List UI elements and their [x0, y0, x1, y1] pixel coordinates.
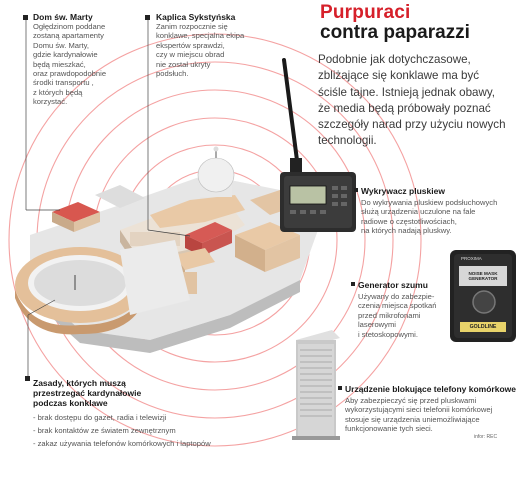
- dom-marty-title: Dom św. Marty: [33, 12, 93, 22]
- text-line: podczas konklawe: [33, 398, 108, 408]
- text-line: i stetoskopowymi.: [358, 329, 418, 339]
- text-line: laserowymi: [358, 320, 396, 330]
- dom-marty-callout: Dom św. Marty Ogłędzinom poddane zostaną…: [33, 12, 106, 107]
- lead-paragraph: Podobnie jak dotychczasowe, zbliżające s…: [318, 52, 506, 150]
- wykrywacz-callout: Wykrywacz pluskiew Do wykrywania pluskie…: [361, 186, 497, 236]
- text-line: stosuje się urządzenia uniemożliwiające: [345, 414, 480, 424]
- text-line: gdzie kardynałowie: [33, 50, 98, 60]
- list-item: - zakaz używania telefonów komórkowych i…: [33, 439, 211, 448]
- text-line: Ogłędzinom poddane: [33, 22, 106, 31]
- text-line: oraz prawdopodobnie: [33, 69, 107, 79]
- zasady-callout: Zasady, których muszą przestrzegać kardy…: [33, 378, 211, 450]
- lead-line: szczegóły narad przy użyciu nowych: [318, 118, 506, 132]
- blokujace-body: Aby zabezpieczyć się przed pluskwami wyk…: [345, 396, 516, 434]
- text-line: Zasady, których muszą: [33, 378, 126, 388]
- text-line: funkcjonowanie tych sieci.: [345, 424, 433, 434]
- wykrywacz-title: Wykrywacz pluskiew: [361, 186, 445, 196]
- device-top-label: PROXIMA: [461, 256, 482, 261]
- credit: infor: REC: [474, 434, 498, 440]
- bullet-square: [354, 188, 358, 192]
- zasady-title: Zasady, których muszą przestrzegać kardy…: [33, 378, 211, 408]
- dome: [197, 146, 235, 197]
- dom-marty-body: Ogłędzinom poddane zostaną apartamenty D…: [33, 22, 106, 107]
- kaplica-title: Kaplica Sykstyńska: [156, 12, 236, 22]
- text-line: Do wykrywania pluskiew podsłuchowych: [361, 198, 498, 207]
- text-line: na których nadają pluskwy.: [361, 226, 452, 236]
- text-line: środki transportu ,: [33, 78, 94, 88]
- zasady-list: - brak dostępu do gazet, radia i telewiz…: [33, 411, 211, 450]
- text-line: Używany do zabezpie-: [358, 292, 435, 301]
- text-line: Aby zabezpieczyć się przed pluskwami: [345, 396, 477, 405]
- generator-body: Używany do zabezpie- czenia miejsca spot…: [358, 292, 437, 339]
- lead-line: Podobnie jak dotychczasowe,: [318, 53, 471, 66]
- text-line: czenia miejsca spotkań: [358, 301, 437, 311]
- text-line: przed mikrofonami: [358, 310, 421, 320]
- text-line: wykorzystującymi sieci telefonii komórko…: [345, 405, 493, 415]
- generator-callout: Generator szumu Używany do zabezpie- cze…: [358, 280, 437, 339]
- bullet-square: [351, 282, 355, 286]
- bug-detector-device: [280, 58, 356, 232]
- lead-line: zbliżające się konklawe ma być: [318, 69, 480, 83]
- noise-generator-device: [450, 250, 516, 342]
- headline-title: Purpuraci: [320, 2, 411, 23]
- kaplica-body: Zanim rozpocznie się konklawe, specjalna…: [156, 22, 244, 78]
- bullet-square: [338, 386, 342, 390]
- device-brand-label: GOLDLINE: [469, 324, 497, 330]
- text-line: przestrzegać kardynałowie: [33, 388, 142, 398]
- lead-line: że media będą próbowały poznać: [318, 101, 491, 115]
- text-line: Domu św. Marty,: [33, 40, 89, 50]
- kaplica-callout: Kaplica Sykstyńska Zanim rozpocznie się …: [156, 12, 244, 78]
- text-line: z których będą: [33, 87, 83, 97]
- text-line: Zanim rozpocznie się: [156, 22, 228, 31]
- pointer-lines: [25, 18, 191, 378]
- text-line: konklawe, specjalna ekipa: [156, 31, 245, 41]
- text-line: czy w miejscu obrad: [156, 50, 225, 60]
- text-line: korzystać.: [33, 97, 68, 107]
- lead-line: technologii.: [318, 134, 377, 148]
- device-name-label: NOISE MASK GENERATOR: [468, 271, 498, 281]
- text-line: zostaną apartamenty: [33, 31, 104, 41]
- lead-line: ściśle tajne. Istnieją jednak obawy,: [318, 85, 496, 99]
- blokujace-title: Urządzenie blokujące telefony komórkowe: [345, 384, 516, 394]
- phone-jammer-device: [292, 330, 340, 440]
- list-item: - brak dostępu do gazet, radia i telewiz…: [33, 413, 167, 422]
- blokujace-callout: Urządzenie blokujące telefony komórkowe …: [345, 384, 516, 434]
- text-line: radiowe o częstotliwościach,: [361, 216, 457, 226]
- text-line: podsłuch.: [156, 69, 189, 79]
- text-line: służą urządzenia uczulone na fale: [361, 207, 476, 217]
- generator-title: Generator szumu: [358, 280, 428, 290]
- text-line: ekspertów sprawdzi,: [156, 40, 225, 50]
- text-line: będą mieszkać,: [33, 59, 86, 69]
- domus-marthae: [52, 202, 100, 232]
- headline-subtitle: contra paparazzi: [320, 22, 470, 43]
- text-line: nie został ukryty: [156, 59, 211, 69]
- list-item: - brak kontaktów ze światem zewnętrznym: [33, 426, 176, 435]
- other-buildings: [95, 185, 300, 315]
- wykrywacz-body: Do wykrywania pluskiew podsłuchowych słu…: [361, 198, 497, 236]
